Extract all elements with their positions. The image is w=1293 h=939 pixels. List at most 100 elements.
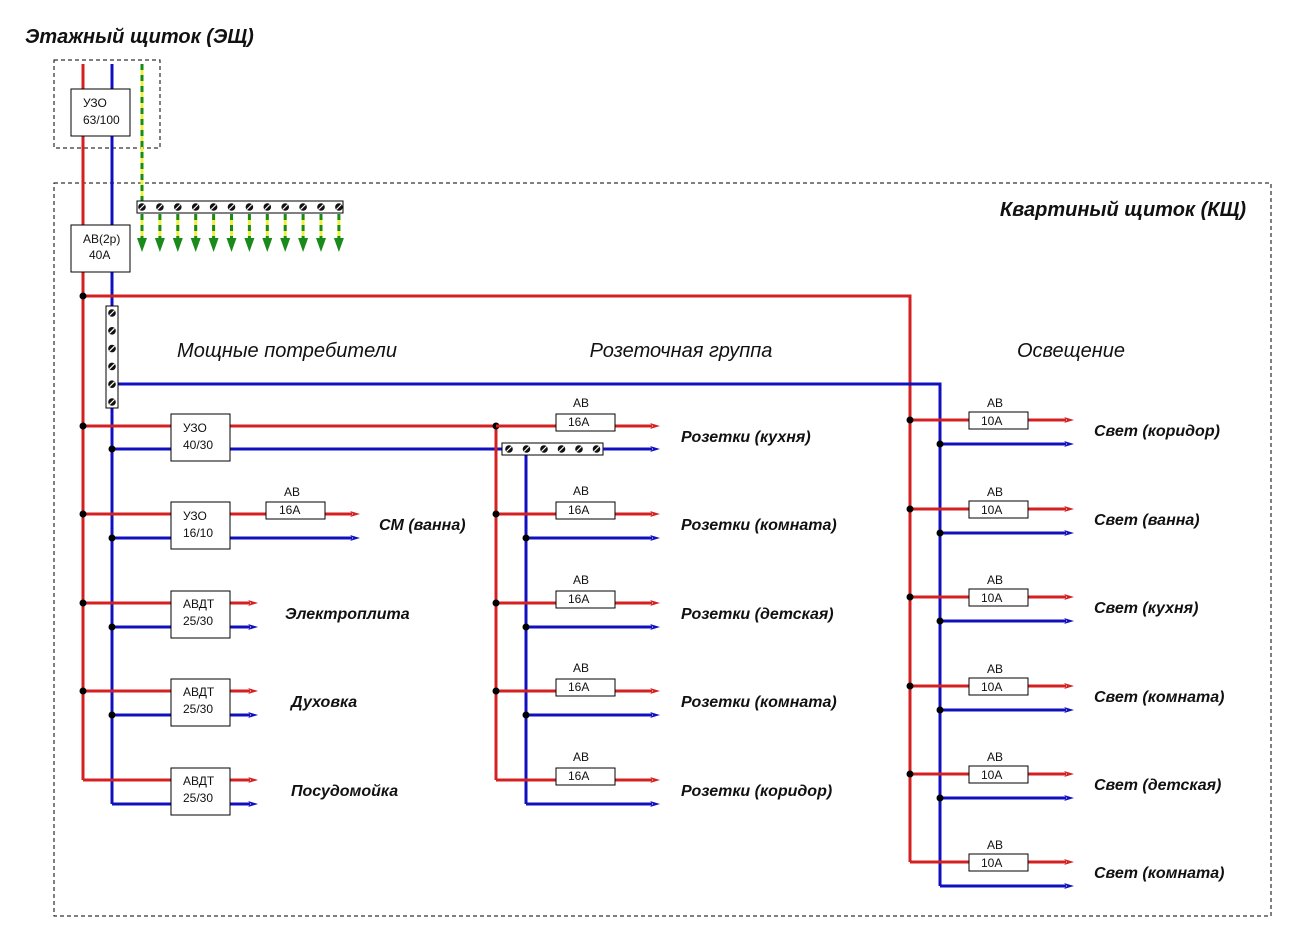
terminal-screw (174, 203, 182, 211)
ground-arrow-icon (298, 238, 309, 252)
rcbo-type: АВДТ (183, 685, 215, 699)
washer-rcd-rating: 16/10 (183, 526, 213, 540)
group-sockets-heading: Розеточная группа (590, 340, 773, 362)
load-label: Свет (детская) (1094, 777, 1221, 794)
terminal-screw (245, 203, 254, 211)
socket-breaker (555, 767, 616, 786)
lighting-breaker (968, 411, 1029, 430)
junction-dot (79, 292, 87, 300)
rcbo-device (170, 678, 231, 727)
load-label: Розетки (кухня) (681, 429, 811, 446)
breaker-rating: 16А (568, 503, 589, 517)
load-label: Свет (комната) (1094, 689, 1224, 706)
power-circuit: АВДТ 25/30 Духовка (79, 678, 357, 727)
lighting-breaker (968, 677, 1029, 696)
ground-arrow-icon (244, 238, 255, 252)
sockets-rcd-rating: 40/30 (183, 438, 213, 452)
terminal-screw (299, 203, 307, 211)
load-label: Свет (комната) (1094, 865, 1224, 882)
breaker-label: АВ (987, 750, 1003, 764)
terminal-screw (505, 445, 513, 453)
terminal-screw (108, 398, 116, 406)
rcbo-rating: 25/30 (183, 702, 213, 716)
terminal-screw (557, 445, 566, 453)
ground-arrow-icon (208, 238, 219, 252)
main-breaker-rating: 40А (89, 248, 110, 262)
floor-rcd-rating: 63/100 (83, 113, 120, 127)
terminal-screw (263, 203, 272, 211)
breaker-label: АВ (573, 750, 589, 764)
terminal-screw (108, 362, 116, 371)
apartment-panel-frame (53, 182, 1272, 917)
terminal-screw (108, 309, 116, 317)
ground-wire (280, 214, 291, 252)
breaker-rating: 10А (981, 856, 1002, 870)
breaker-rating: 16А (568, 680, 589, 694)
terminal-screw (209, 203, 218, 211)
breaker-rating: 16А (568, 592, 589, 606)
main-breaker-type: АВ(2р) (83, 232, 120, 246)
terminal-screw (592, 445, 601, 453)
rcbo-device (170, 590, 231, 639)
ground-wire (262, 214, 273, 252)
socket-breaker (555, 678, 616, 697)
load-label: Посудомойка (291, 783, 398, 800)
ground-wire (298, 214, 309, 252)
sockets-rcd (170, 413, 231, 462)
ground-arrow-icon (316, 238, 326, 252)
socket-group-bus (492, 422, 528, 804)
terminal-screw (575, 445, 583, 453)
ground-wire (244, 214, 255, 252)
load-washer: СМ (ванна) (379, 517, 466, 534)
load-label: Свет (коридор) (1094, 423, 1220, 440)
floor-rcd: УЗО 63/100 (70, 88, 131, 137)
main-feed (79, 64, 942, 886)
socket-neutral-bus (501, 442, 660, 456)
rcbo-device (170, 767, 231, 816)
load-label: Свет (ванна) (1094, 512, 1200, 529)
ground-wire (226, 214, 237, 252)
terminal-screw (335, 203, 343, 211)
breaker-label: АВ (987, 396, 1003, 410)
breaker-rating: 10А (981, 503, 1002, 517)
ground-arrow-icon (172, 238, 183, 252)
apartment-panel-title: Квартиный щиток (КЩ) (1000, 199, 1246, 221)
lighting-breaker (968, 765, 1029, 784)
washer-breaker-rating: 16А (279, 503, 300, 517)
breaker-label: АВ (987, 485, 1003, 499)
breaker-label: АВ (987, 838, 1003, 852)
group-power-heading: Мощные потребители (177, 340, 397, 362)
terminal-screw (522, 445, 531, 453)
breaker-rating: 16А (568, 769, 589, 783)
terminal-screw (108, 380, 116, 389)
ground-wire (316, 214, 326, 252)
breaker-label: АВ (987, 573, 1003, 587)
ground-arrow-icon (154, 238, 165, 252)
socket-circuit: АВ 16А Розетки (комната) (492, 661, 837, 719)
breaker-label: АВ (573, 396, 589, 410)
terminal-screw (191, 203, 200, 211)
rcbo-type: АВДТ (183, 774, 215, 788)
rcbo-rating: 25/30 (183, 791, 213, 805)
washer-rcd (170, 501, 231, 550)
floor-panel-title: Этажный щиток (ЭЩ) (25, 26, 254, 48)
load-label: Духовка (289, 694, 357, 711)
terminal-screw (108, 344, 116, 353)
lighting-breaker (968, 588, 1029, 607)
terminal-screw (108, 327, 116, 335)
washer-rcd-type: УЗО (183, 509, 207, 523)
ground-arrow-icon (280, 238, 291, 252)
breaker-label: АВ (573, 661, 589, 675)
load-label: Розетки (комната) (681, 694, 837, 711)
washer-breaker-label: АВ (284, 485, 300, 499)
